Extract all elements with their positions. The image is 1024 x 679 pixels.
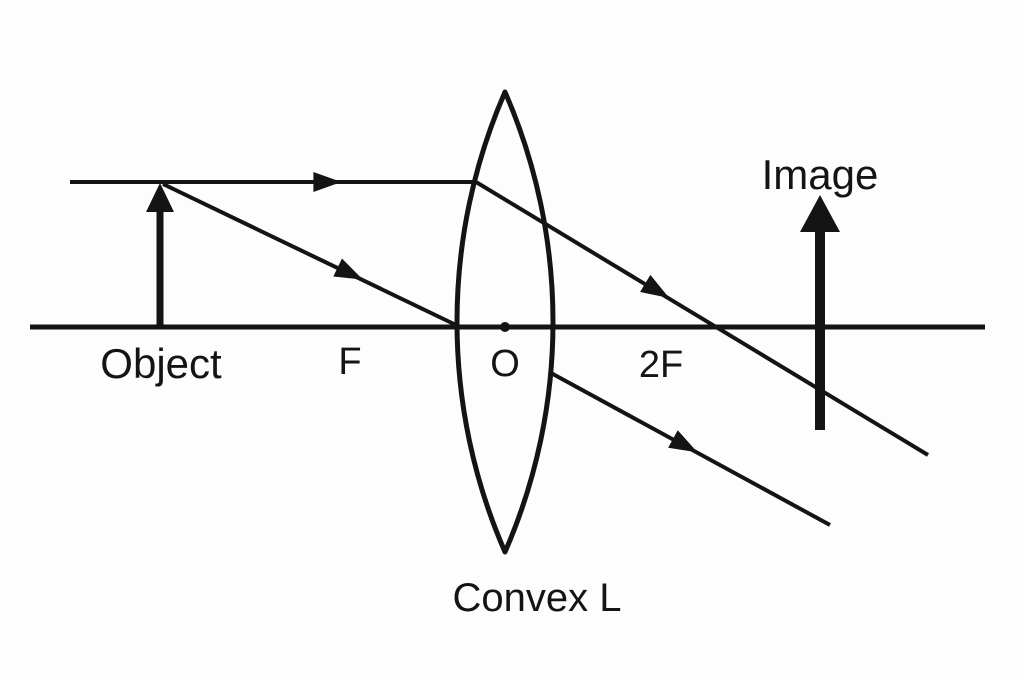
image-label: Image [762, 151, 879, 198]
focus-f-label: F [338, 341, 361, 383]
ray-refracted [474, 180, 930, 457]
arrowhead-center-exit-ray [668, 430, 698, 453]
arrowhead-refracted-ray [640, 274, 670, 298]
object-label: Object [100, 340, 222, 387]
optical-center-dot [500, 322, 510, 332]
ray-center-incident [162, 182, 457, 327]
arrowhead-center-ray [333, 258, 363, 280]
convex-lens [454, 89, 556, 555]
convex-lens-label: Convex L [453, 576, 622, 620]
object-arrow-head [146, 183, 174, 212]
image-arrow-head [800, 195, 840, 232]
optical-center-label: O [490, 343, 520, 385]
focus-2f-label: 2F [639, 344, 683, 386]
arrowhead-parallel-ray [313, 172, 342, 192]
